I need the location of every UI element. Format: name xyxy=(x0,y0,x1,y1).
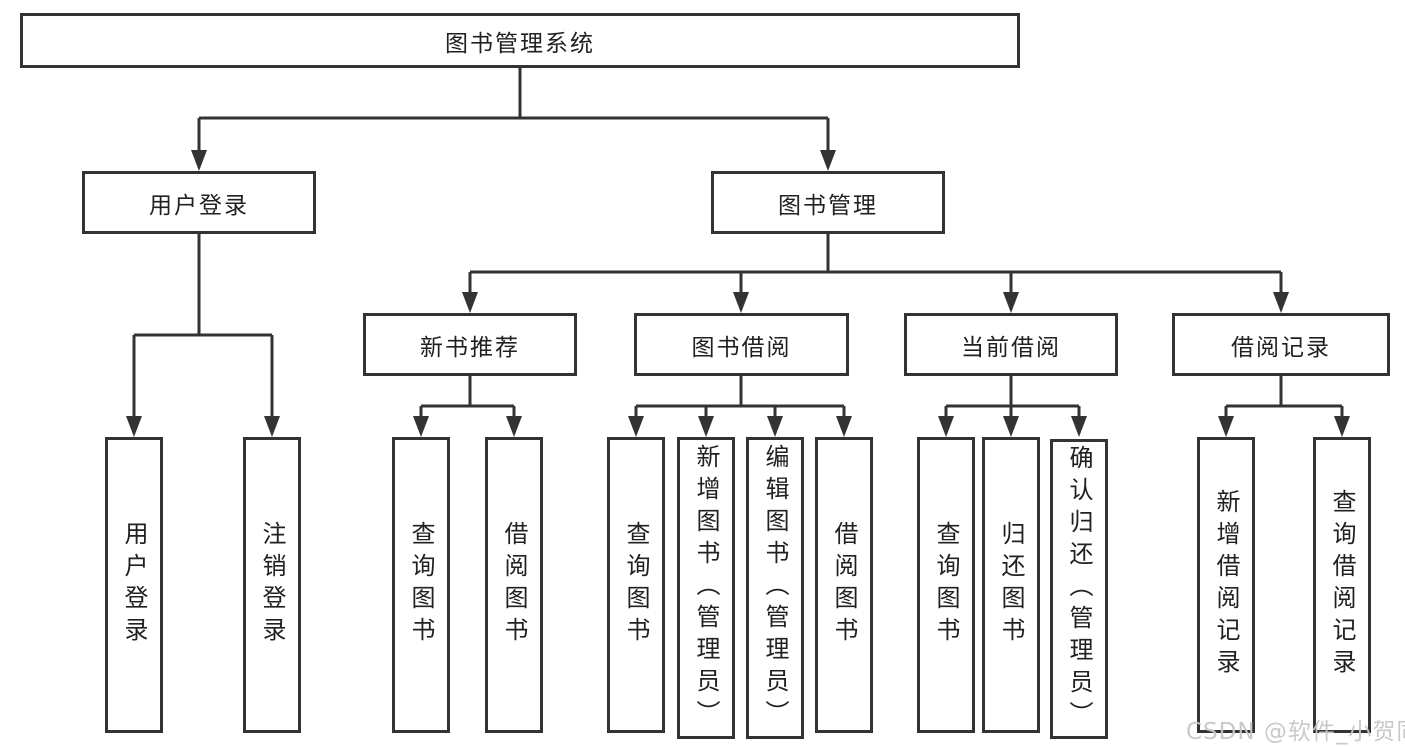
leaf-label: 归还图书 xyxy=(997,521,1025,649)
arrowhead xyxy=(698,416,714,437)
arrowhead xyxy=(462,292,478,313)
leaf-label: 用户登录 xyxy=(120,521,148,649)
leaf-logout: 注销登录 xyxy=(243,437,301,733)
leaf-query-borrow-record: 查询借阅记录 xyxy=(1313,437,1371,733)
arrowhead xyxy=(836,416,852,437)
node-current-borrowing: 当前借阅 xyxy=(904,313,1118,376)
leaf-borrow-books-recommend: 借阅图书 xyxy=(485,437,543,733)
leaf-label: 确认归还（管理员） xyxy=(1065,445,1093,733)
leaf-label: 查询图书 xyxy=(932,521,960,649)
leaf-label: 借阅图书 xyxy=(830,521,858,649)
node-borrowing-records: 借阅记录 xyxy=(1172,313,1390,376)
leaf-return-books: 归还图书 xyxy=(982,437,1040,733)
arrowhead xyxy=(506,416,522,437)
leaf-label: 编辑图书（管理员） xyxy=(761,444,789,732)
node-library-management-system: 图书管理系统 xyxy=(20,13,1020,68)
arrowhead xyxy=(1218,416,1234,437)
leaf-add-book-admin: 新增图书（管理员） xyxy=(677,437,735,739)
leaf-confirm-return-admin: 确认归还（管理员） xyxy=(1050,439,1108,739)
arrowhead xyxy=(1334,416,1350,437)
leaf-label: 查询借阅记录 xyxy=(1328,489,1356,681)
leaf-query-books-recommend: 查询图书 xyxy=(392,437,450,733)
arrowhead xyxy=(126,416,142,437)
arrowhead xyxy=(733,292,749,313)
arrowhead xyxy=(628,416,644,437)
arrowhead xyxy=(820,150,836,171)
arrowhead xyxy=(1273,292,1289,313)
leaf-label: 借阅图书 xyxy=(500,521,528,649)
leaf-query-books-current: 查询图书 xyxy=(917,437,975,733)
arrowheads xyxy=(126,150,1350,437)
leaf-label: 新增借阅记录 xyxy=(1212,489,1240,681)
node-book-borrowing: 图书借阅 xyxy=(634,313,849,376)
node-new-book-recommend: 新书推荐 xyxy=(363,313,577,376)
leaf-label: 查询图书 xyxy=(407,521,435,649)
arrowhead xyxy=(1003,416,1019,437)
arrowhead xyxy=(413,416,429,437)
watermark: CSDN @软件_小贺同学 xyxy=(1186,719,1405,745)
arrowhead xyxy=(938,416,954,437)
arrowhead xyxy=(1071,416,1087,437)
arrowhead xyxy=(1003,292,1019,313)
leaf-label: 注销登录 xyxy=(258,521,286,649)
leaf-label: 新增图书（管理员） xyxy=(692,444,720,732)
leaf-add-borrow-record: 新增借阅记录 xyxy=(1197,437,1255,733)
arrowhead xyxy=(264,416,280,437)
arrowhead xyxy=(767,416,783,437)
connector-lines xyxy=(132,68,1344,419)
node-book-management: 图书管理 xyxy=(711,171,945,234)
leaf-borrow-books: 借阅图书 xyxy=(815,437,873,733)
arrowhead xyxy=(191,150,207,171)
node-user-login: 用户登录 xyxy=(82,171,316,234)
leaf-user-login: 用户登录 xyxy=(105,437,163,733)
leaf-edit-book-admin: 编辑图书（管理员） xyxy=(746,437,804,739)
leaf-label: 查询图书 xyxy=(622,521,650,649)
leaf-query-books-borrow: 查询图书 xyxy=(607,437,665,733)
